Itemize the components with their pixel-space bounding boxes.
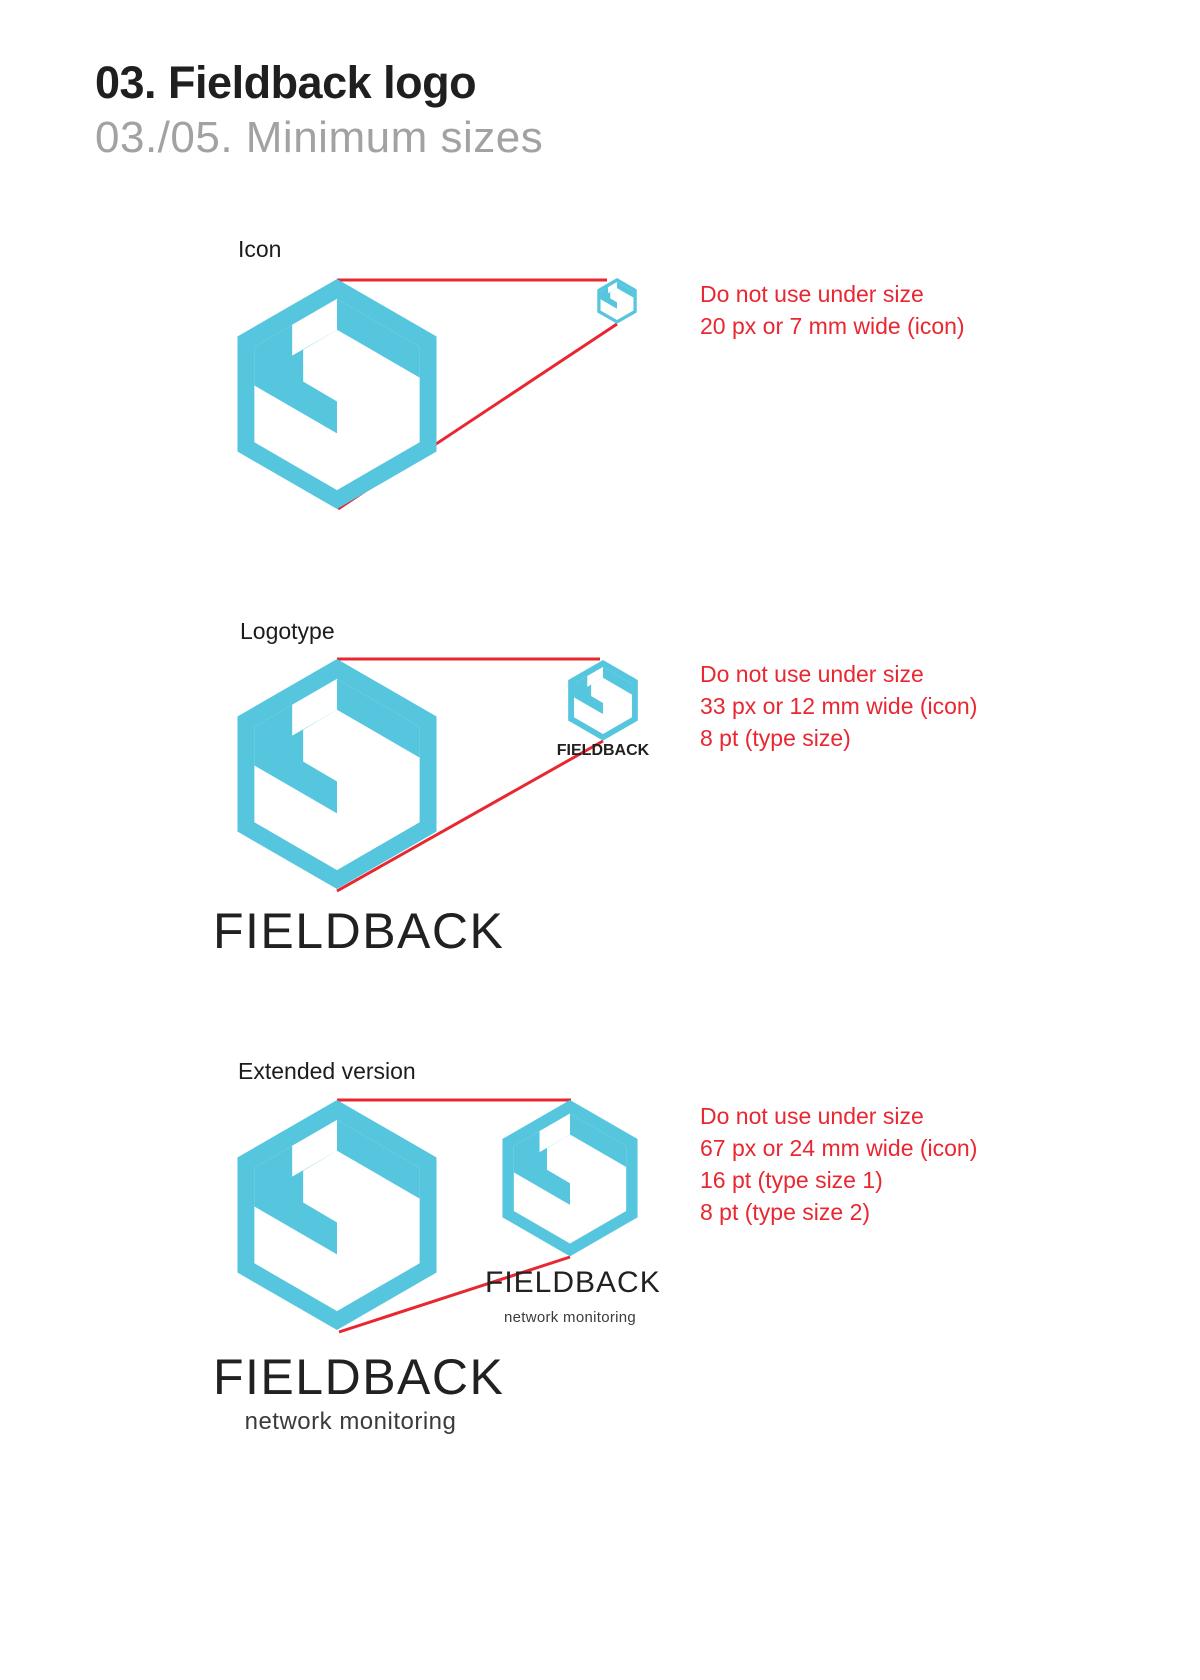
- min-size-note-extended: Do not use under size 67 px or 24 mm wid…: [700, 1100, 977, 1228]
- section-label-extended: Extended version: [238, 1058, 416, 1084]
- page-title: 03. Fieldback logo: [95, 57, 477, 108]
- fieldback-wordmark-large: FIELDBACK: [213, 903, 505, 959]
- note-line: 33 px or 12 mm wide (icon): [700, 693, 978, 719]
- fieldback-extended-tagline-large: network monitoring: [244, 1408, 457, 1435]
- fieldback-logotype-minimum-size-icon: [568, 660, 638, 741]
- fieldback-extended-large-icon: [237, 1100, 437, 1331]
- section-label-icon: Icon: [238, 236, 282, 262]
- fieldback-logotype-large-icon: [237, 659, 437, 890]
- section-label-logotype: Logotype: [240, 618, 335, 644]
- fieldback-extended-wordmark-large: FIELDBACK: [213, 1349, 505, 1405]
- min-size-note-icon: Do not use under size 20 px or 7 mm wide…: [700, 278, 965, 342]
- note-line: 67 px or 24 mm wide (icon): [700, 1135, 978, 1161]
- note-line: Do not use under size: [700, 281, 924, 307]
- fieldback-icon-minimum-size: [597, 278, 637, 324]
- note-line: 16 pt (type size 1): [700, 1167, 883, 1193]
- fieldback-extended-wordmark-medium: FIELDBACK: [485, 1266, 661, 1299]
- note-line: 8 pt (type size): [700, 725, 851, 751]
- fieldback-extended-minimum-size-icon: [502, 1100, 638, 1257]
- note-line: 8 pt (type size 2): [700, 1199, 871, 1225]
- min-size-note-logotype: Do not use under size 33 px or 12 mm wid…: [700, 658, 977, 754]
- note-line: Do not use under size: [700, 1103, 924, 1129]
- fieldback-wordmark-small: FIELDBACK: [556, 742, 650, 759]
- fieldback-extended-tagline-medium: network monitoring: [503, 1309, 637, 1326]
- note-line: 20 px or 7 mm wide (icon): [700, 313, 965, 339]
- fieldback-icon-large: [237, 279, 437, 510]
- page-subtitle: 03./05. Minimum sizes: [95, 113, 544, 162]
- note-line: Do not use under size: [700, 661, 924, 687]
